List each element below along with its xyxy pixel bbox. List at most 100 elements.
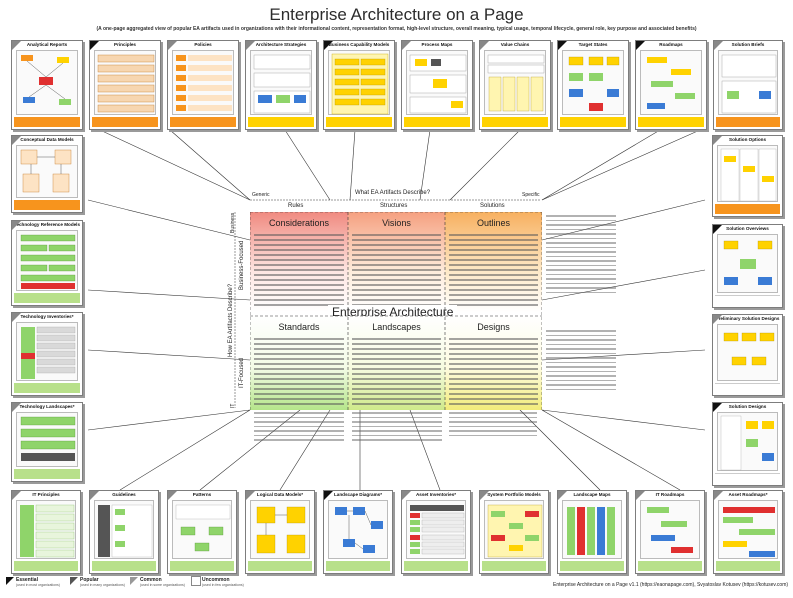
card-target-states[interactable]: Target States bbox=[557, 40, 629, 130]
card-description bbox=[170, 117, 236, 127]
landscapes-extra-text bbox=[352, 412, 442, 444]
card-title: Patterns bbox=[192, 492, 212, 497]
col-rules: Rules bbox=[288, 203, 304, 209]
card-solution-briefs[interactable]: Solution Briefs bbox=[713, 40, 783, 130]
card-description bbox=[170, 561, 234, 571]
designs-side-text bbox=[546, 330, 616, 393]
card-business-capability-models[interactable]: Business Capability Models bbox=[323, 40, 395, 130]
card-title: Solution Overviews bbox=[726, 226, 769, 231]
card-roadmaps[interactable]: Roadmaps bbox=[635, 40, 707, 130]
card-description bbox=[638, 117, 704, 127]
card-title: Value Chains bbox=[500, 42, 530, 47]
card-description bbox=[14, 383, 80, 393]
card-title: Logical Data Models* bbox=[256, 492, 304, 497]
artifact-thumbnail bbox=[717, 324, 778, 381]
legend-common: Common (used in some organizations) bbox=[130, 577, 185, 587]
card-policies[interactable]: Policies bbox=[167, 40, 239, 130]
card-principles[interactable]: Principles bbox=[89, 40, 161, 130]
card-description bbox=[715, 295, 780, 305]
card-description bbox=[14, 200, 80, 210]
cell-considerations: Considerations bbox=[250, 212, 348, 312]
card-value-chains[interactable]: Value Chains bbox=[479, 40, 551, 130]
usage-marker-icon bbox=[713, 225, 722, 234]
card-guidelines[interactable]: Guidelines bbox=[89, 490, 159, 574]
artifact-thumbnail bbox=[406, 50, 468, 115]
card-landscape-diagrams[interactable]: Landscape Diagrams* bbox=[323, 490, 393, 574]
card-architecture-strategies[interactable]: Architecture Strategies bbox=[245, 40, 317, 130]
artifact-thumbnail bbox=[16, 50, 78, 115]
card-asset-inventories[interactable]: Asset Inventories* bbox=[401, 490, 471, 574]
usage-marker-icon bbox=[12, 221, 21, 230]
card-landscape-maps[interactable]: Landscape Maps bbox=[557, 490, 627, 574]
artifact-thumbnail bbox=[328, 500, 388, 559]
card-conceptual-data-models[interactable]: Conceptual Data Models bbox=[11, 135, 83, 213]
label-generic: Generic bbox=[252, 192, 270, 198]
artifact-thumbnail bbox=[717, 412, 778, 471]
artifact-thumbnail bbox=[717, 234, 778, 293]
card-title: Roadmaps bbox=[659, 42, 683, 47]
card-description bbox=[560, 117, 626, 127]
card-title: Solution Options bbox=[729, 137, 766, 142]
card-description bbox=[715, 204, 780, 214]
artifact-thumbnail bbox=[484, 50, 546, 115]
popular-marker-icon bbox=[70, 577, 78, 585]
card-description bbox=[14, 469, 80, 479]
row-business-focused: Business-Focused bbox=[239, 240, 245, 290]
legend-popular: Popular (used in many organizations) bbox=[70, 577, 125, 587]
row-it-focused: IT-Focused bbox=[239, 357, 245, 388]
artifact-thumbnail bbox=[562, 500, 622, 559]
card-title: Guidelines bbox=[112, 492, 136, 497]
usage-marker-icon bbox=[480, 41, 489, 50]
card-process-maps[interactable]: Process Maps bbox=[401, 40, 473, 130]
card-title: Conceptual Data Models bbox=[20, 137, 74, 142]
card-it-principles[interactable]: IT Principles bbox=[11, 490, 81, 574]
card-title: Principles bbox=[114, 42, 136, 47]
card-technology-inventories[interactable]: Technology Inventories* bbox=[11, 312, 83, 396]
usage-marker-icon bbox=[402, 491, 411, 500]
card-solution-options[interactable]: Solution Options bbox=[712, 135, 783, 217]
center-title: Enterprise Architecture bbox=[328, 305, 458, 319]
card-description bbox=[14, 117, 80, 127]
left-axis-arrow bbox=[234, 212, 236, 408]
card-description bbox=[14, 561, 78, 571]
usage-marker-icon bbox=[90, 491, 99, 500]
artifact-thumbnail bbox=[718, 50, 778, 115]
grid-dividers bbox=[250, 212, 542, 410]
card-solution-overviews[interactable]: Solution Overviews bbox=[712, 224, 783, 308]
artifact-thumbnail bbox=[640, 50, 702, 115]
artifact-thumbnail bbox=[94, 500, 154, 559]
artifact-thumbnail bbox=[406, 500, 466, 559]
card-solution-designs[interactable]: Solution Designs bbox=[712, 402, 783, 486]
card-title: Solution Designs bbox=[728, 404, 767, 409]
usage-marker-icon bbox=[714, 491, 723, 500]
usage-marker-icon bbox=[558, 41, 567, 50]
card-technology-landscapes[interactable]: Technology Landscapes* bbox=[11, 402, 83, 482]
artifact-thumbnail bbox=[328, 50, 390, 115]
card-patterns[interactable]: Patterns bbox=[167, 490, 237, 574]
card-asset-roadmaps[interactable]: Asset Roadmaps* bbox=[713, 490, 783, 574]
usage-marker-icon bbox=[480, 491, 489, 500]
cell-title: Designs bbox=[477, 322, 510, 332]
card-system-portfolio-models[interactable]: System Portfolio Models bbox=[479, 490, 549, 574]
card-logical-data-models[interactable]: Logical Data Models* bbox=[245, 490, 315, 574]
card-description bbox=[482, 561, 546, 571]
ea-matrix: Rules Structures Solutions Consideration… bbox=[250, 200, 542, 410]
artifact-thumbnail bbox=[484, 500, 544, 559]
legend-essential: Essential (used in most organizations) bbox=[6, 577, 60, 587]
card-description bbox=[248, 561, 312, 571]
usage-marker-icon bbox=[246, 41, 255, 50]
card-title: Solution Briefs bbox=[731, 42, 765, 47]
card-technology-reference-models[interactable]: Technology Reference Models bbox=[11, 220, 83, 306]
usage-marker-icon bbox=[246, 491, 255, 500]
artifact-thumbnail bbox=[250, 50, 312, 115]
card-description bbox=[404, 561, 468, 571]
col-structures: Structures bbox=[380, 203, 408, 209]
artifact-thumbnail bbox=[717, 145, 778, 202]
artifact-thumbnail bbox=[562, 50, 624, 115]
card-it-roadmaps[interactable]: IT Roadmaps bbox=[635, 490, 705, 574]
card-preliminary-solution-designs[interactable]: Preliminary Solution Designs bbox=[712, 314, 783, 396]
card-analytical-reports[interactable]: Analytical Reports bbox=[11, 40, 83, 130]
card-title: Technology Landscapes* bbox=[19, 404, 75, 409]
card-title: Process Maps bbox=[421, 42, 453, 47]
